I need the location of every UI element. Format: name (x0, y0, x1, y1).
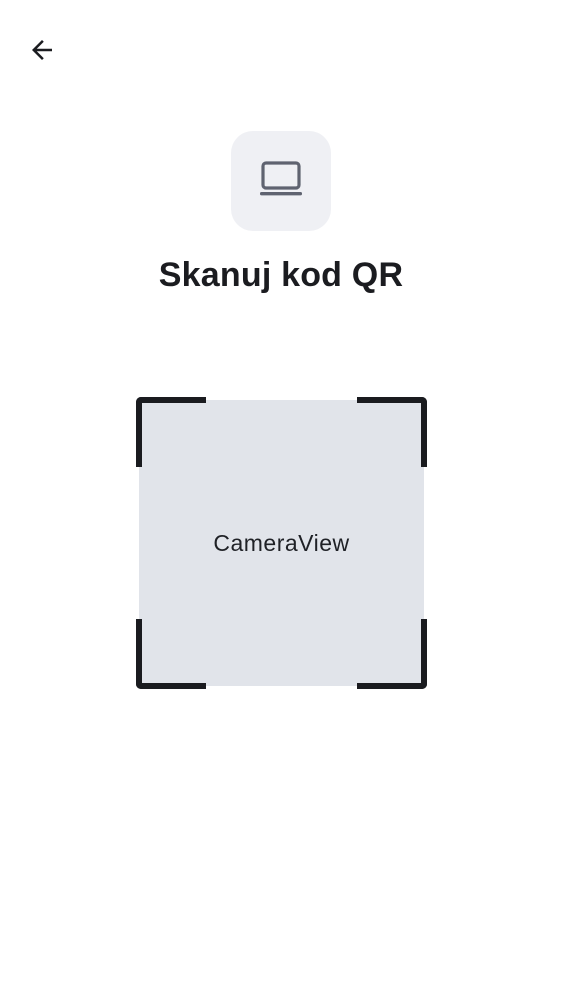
scanner-corner-bottom-left (136, 619, 206, 689)
scanner-corner-top-left (136, 397, 206, 467)
qr-scanner: CameraView (136, 397, 427, 689)
page-title: Skanuj kod QR (158, 256, 404, 294)
arrow-left-icon (32, 40, 52, 60)
back-button[interactable] (20, 28, 64, 72)
scanner-corner-bottom-right (357, 619, 427, 689)
scanner-corner-top-right (357, 397, 427, 467)
camera-view: CameraView (139, 400, 424, 686)
device-icon-tile (231, 131, 331, 231)
camera-view-label: CameraView (213, 529, 350, 556)
laptop-icon (260, 161, 302, 196)
